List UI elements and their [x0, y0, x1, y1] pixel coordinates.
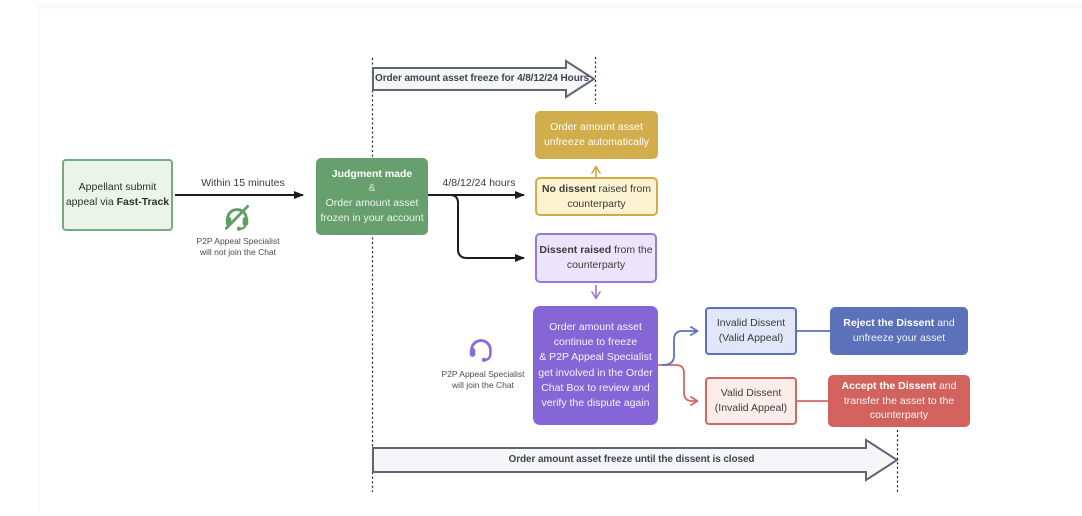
node-text-line: transfer the asset to the — [843, 394, 955, 407]
node-judgment-made: Judgment made & Order amount asset froze… — [316, 158, 428, 235]
top-banner-label: Order amount asset freeze for 4/8/12/24 … — [375, 73, 589, 84]
node-text-segment: and — [936, 379, 957, 392]
edge-label-within-15-minutes: Within 15 minutes — [201, 177, 285, 189]
edge-review-invaliddissent — [661, 326, 699, 366]
bottom-banner-arrow-shape — [372, 438, 899, 482]
node-text-line: (Valid Appeal) — [718, 332, 784, 344]
node-text-line: Order amount asset — [325, 197, 419, 210]
node-text-segment: raised from — [595, 182, 652, 195]
note-text-line: will not join the Chat — [199, 247, 277, 258]
node-text-line: continue to freeze — [553, 336, 638, 349]
edge-review-validdissent — [658, 364, 699, 406]
node-text-line: unfreeze your asset — [852, 332, 946, 344]
note-specialist-not-join: P2P Appeal Specialist will not join the … — [173, 236, 303, 258]
node-text-line: Accept the Dissent and — [842, 379, 957, 394]
node-text-line: counterparty — [869, 409, 929, 422]
page-top-band — [38, 4, 1082, 9]
node-text-line: appeal via Fast-Track — [66, 195, 169, 210]
node-unfreeze-automatically: Order amount asset unfreeze automaticall… — [535, 111, 658, 159]
node-reject-dissent: Reject the Dissent and unfreeze your ass… — [830, 307, 968, 355]
note-text-line: P2P Appeal Specialist — [196, 236, 280, 246]
node-text-line: Invalid Dissent — [716, 317, 786, 330]
node-text-line: (Invalid Appeal) — [714, 402, 788, 414]
node-appellant-submit: Appellant submit appeal via Fast-Track — [62, 159, 173, 231]
edge-judgment-dissent — [449, 194, 525, 262]
node-text-line: Order amount asset — [549, 320, 642, 333]
node-text-line: Order amount asset — [550, 121, 643, 134]
node-text-segment-bold: Reject the Dissent — [843, 317, 935, 330]
node-text-segment: and — [934, 317, 955, 330]
node-text-segment-bold: Accept the Dissent — [841, 379, 937, 392]
node-dissent-raised: Dissent raised from the counterparty — [535, 233, 657, 283]
node-specialist-review: Order amount asset continue to freeze & … — [533, 306, 658, 425]
node-text-line: Chat Box to review and — [541, 381, 650, 394]
node-text-line: & — [368, 183, 376, 195]
node-text-line: frozen in your account — [320, 211, 424, 224]
headset-muted-icon — [225, 205, 249, 231]
node-text-line: Dissent raised from the — [539, 243, 652, 258]
note-text-line: P2P Appeal Specialist — [441, 369, 525, 379]
node-text-segment-bold: Dissent raised — [539, 244, 612, 257]
node-valid-dissent: Valid Dissent (Invalid Appeal) — [705, 377, 797, 425]
node-text-line: get involved in the Order — [538, 366, 653, 379]
node-text-line: Valid Dissent — [720, 387, 782, 400]
node-text-line: & P2P Appeal Specialist — [539, 351, 652, 364]
note-specialist-join: P2P Appeal Specialist will join the Chat — [418, 369, 548, 391]
node-text-segment-bold: No dissent — [541, 182, 596, 195]
node-text-line: No dissent raised from — [542, 182, 651, 197]
node-no-dissent: No dissent raised from counterparty — [535, 177, 658, 216]
node-text-segment-bold: Fast-Track — [116, 196, 170, 208]
node-accept-dissent: Accept the Dissent and transfer the asse… — [828, 375, 970, 427]
node-text-line: unfreeze automatically — [543, 136, 650, 148]
node-text-line: counterparty — [566, 259, 626, 271]
node-text-line: verify the dispute again — [541, 396, 650, 409]
top-banner-arrow-shape — [372, 59, 596, 99]
headset-icon — [469, 339, 492, 362]
edge-label-freeze-hours: 4/8/12/24 hours — [442, 177, 516, 189]
bottom-banner-label: Order amount asset freeze until the diss… — [508, 454, 755, 465]
node-text-segment: from the — [611, 244, 653, 257]
note-text-line: will join the Chat — [452, 380, 514, 391]
page-edge-line — [38, 4, 40, 512]
node-text-line: Appellant submit — [78, 181, 157, 194]
node-invalid-dissent: Invalid Dissent (Valid Appeal) — [705, 307, 797, 355]
node-text-segment: appeal via — [65, 196, 117, 208]
node-text-line: Reject the Dissent and — [843, 316, 954, 331]
node-text-line: counterparty — [567, 197, 626, 210]
node-title: Judgment made — [331, 168, 413, 181]
